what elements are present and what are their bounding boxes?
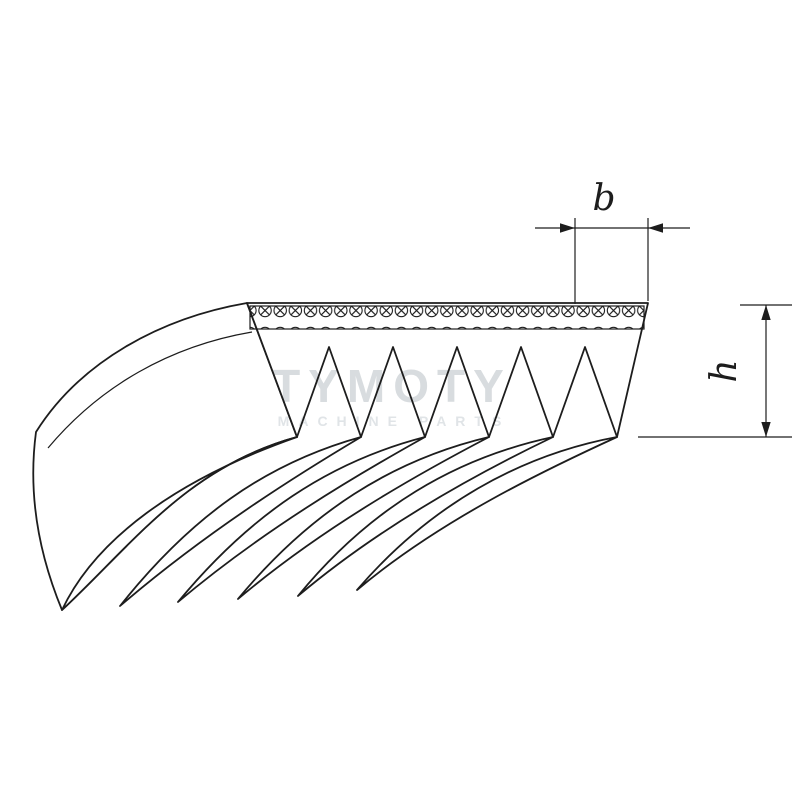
watermark-tagline-text: MACHINE PARTS [278, 413, 511, 429]
dim-b-arrow-right-icon [560, 223, 575, 233]
belt-face-fill [247, 303, 648, 437]
rib-blade-5 [297, 436, 554, 597]
cord-section-band [249, 305, 645, 330]
watermark: TYMOTY MACHINE PARTS [272, 360, 511, 429]
dimension-b: b [535, 178, 690, 304]
rib-blade-4 [237, 436, 490, 600]
dimension-h: h [638, 304, 792, 438]
dim-b-arrow-left-icon [648, 223, 663, 233]
rib-blade-1 [61, 436, 298, 611]
rib-blade-3 [177, 436, 426, 603]
belt-face-outline [246, 302, 649, 438]
belt-back-edge-accent [47, 331, 253, 449]
dim-h-label: h [704, 359, 745, 382]
rib-blade-2 [119, 436, 362, 607]
dim-h-arrow-up-icon [761, 305, 771, 320]
dim-h-arrow-down-icon [761, 422, 771, 437]
belt-face [246, 302, 649, 438]
dim-b-label: b [592, 178, 615, 219]
belt-underside-ribs [32, 302, 618, 611]
rib-blade-6 [356, 436, 618, 591]
